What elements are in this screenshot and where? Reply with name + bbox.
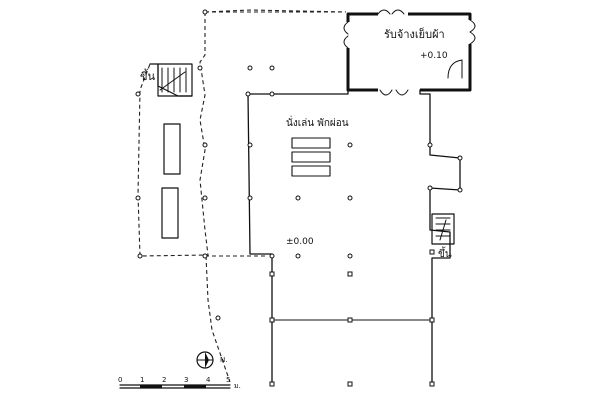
sewing-room — [343, 9, 476, 96]
stair-up-label-left: ขึ้น — [140, 68, 156, 83]
scale-tick-2: 2 — [162, 376, 166, 384]
sewing-room-label: รับจ้างเย็บผ้า — [384, 27, 445, 41]
stair-right — [431, 213, 455, 245]
main-level-label: ±0.00 — [286, 237, 314, 247]
north-arrow-icon — [196, 351, 214, 369]
main-hall-walls — [247, 89, 461, 386]
scale-tick-1: 1 — [140, 376, 144, 384]
dashed-boundary — [137, 9, 347, 383]
scale-unit: ม. — [234, 382, 241, 390]
scale-tick-0: 0 — [118, 376, 122, 384]
sewing-room-level: +0.10 — [420, 51, 448, 61]
stair-left — [149, 63, 193, 97]
columns — [135, 9, 463, 321]
north-label: N. — [220, 356, 227, 364]
stair-up-label-right: ขึ้น — [438, 246, 452, 260]
scale-tick-4: 4 — [206, 376, 211, 384]
center-tables — [291, 137, 331, 177]
scale-tick-5: 5 — [226, 376, 230, 384]
play-rest-label: นั่งเล่น พักผ่อน — [286, 115, 349, 129]
scale-tick-3: 3 — [184, 376, 188, 384]
scale-bar — [119, 384, 231, 389]
left-benches — [161, 123, 181, 239]
square-posts — [269, 249, 435, 387]
